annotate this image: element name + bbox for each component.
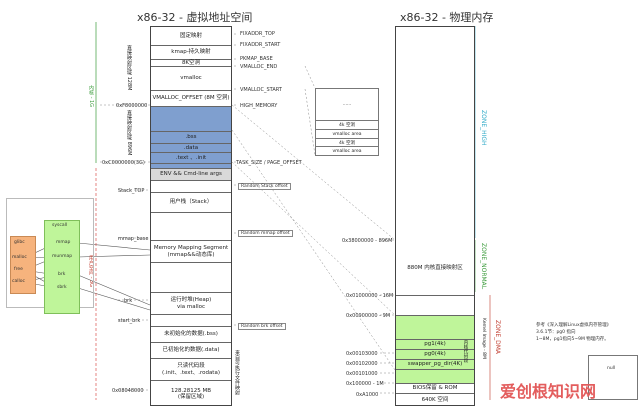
brk-fn: brk: [58, 272, 66, 277]
watermark-logo: 爱创根知识网: [500, 382, 597, 401]
bios-rom-segment: BIOS保留 & ROM: [396, 384, 474, 394]
physical-memory-title: x86-32 - 物理内存: [400, 11, 494, 24]
vmalloc-detail-row: vmalloc area: [332, 149, 362, 154]
reference-note-line: 1~8M，pg1指向5~9M 物理内存。: [536, 336, 609, 342]
mmap-segment: Memory Mapping Segment (mmap&&动态库): [151, 241, 231, 263]
phys-addr-9m: 0x00900000 - 9M: [346, 313, 391, 319]
dma-upper-segment: [396, 296, 474, 316]
kernel-image-top-segment: [396, 316, 474, 340]
malloc-fn: malloc: [12, 255, 27, 260]
vmalloc-segment: vmalloc: [151, 67, 231, 91]
syscall-label: syscall: [52, 223, 68, 228]
kernel-code-bottom-segment: [396, 370, 474, 384]
mmap-heap-gap-segment: [151, 263, 231, 293]
random-stack-offset-label: Random Stack offset: [238, 183, 291, 190]
exec-file-map-vlabel: 来自可执行文件映射: [234, 350, 240, 395]
text-init-segment: .text 、.init: [151, 153, 231, 164]
pg1-segment: pg1(4k): [396, 340, 474, 350]
pg0-segment: pg0(4k): [396, 350, 474, 360]
hole-8k-segment: 8K空洞: [151, 60, 231, 67]
null-box: null: [588, 355, 638, 400]
user-space-vlabel: 用户空间 - 3G: [88, 255, 94, 288]
data-segment: .data: [151, 144, 231, 153]
task-size-label: TASK_SIZE / PAGE_OFFSET: [236, 160, 302, 166]
phys-addr-a1000: 0xA1000: [356, 392, 379, 398]
kernel-code-vlabel: 内核代码段: [463, 340, 468, 363]
stack-top-label: Stack_TOP: [118, 188, 145, 194]
addr-c0000000-value: 0xC0000000: [102, 160, 134, 166]
user-stack-segment: 用户栈（Stack）: [151, 193, 231, 213]
munmap-fn: munmap: [52, 254, 73, 259]
random-brk-offset-label: Random brk offset: [238, 323, 286, 330]
reference-note: 参考《深入理解Linux虚拟内存管理》 3.6.1节：pg0 指向 1~8M，p…: [536, 323, 611, 343]
direct-map-blue-segment: [151, 107, 231, 132]
kernel-tail-segment: [151, 164, 231, 169]
readonly-code-segment: 只读代码段 (.init、.text、.rodata): [151, 359, 231, 381]
mmap-base-label: mmap_base: [118, 236, 149, 242]
bss-segment: .bss: [151, 132, 231, 144]
reserved-segment: 128.28125 MB (保留区域): [170, 387, 211, 400]
sbrk-fn: sbrk: [57, 285, 67, 290]
addr-f8000000-label: 0xF8000000: [116, 103, 148, 109]
vmalloc-end-label: VMALLOC_END: [240, 64, 278, 70]
reference-note-line: 参考《深入理解Linux虚拟内存管理》: [536, 323, 612, 328]
swapper-pg-dir-segment: swapper_pg_dir(4K): [396, 360, 474, 370]
vmalloc-offset-segment: VMALLOC_OFFSET (8M 空洞): [151, 91, 231, 107]
vmalloc-start-label: VMALLOC_START: [240, 87, 282, 93]
virtual-address-column: 固定映射 kmap-持久映射 8K空洞 vmalloc VMALLOC_OFFS…: [150, 26, 232, 406]
addr-c0000000-label: 0xC0000000(3G): [102, 160, 145, 166]
kmap-segment: kmap-持久映射: [151, 46, 231, 60]
phys-addr-102000: 0x00102000: [346, 361, 378, 367]
normal-zone-segment: 880M 内核直接映射区: [396, 241, 474, 296]
physical-memory-column: 880M 内核直接映射区 pg1(4k) pg0(4k) swapper_pg_…: [395, 26, 475, 406]
env-args-segment: ENV && Cmd-line args: [151, 169, 231, 181]
zone-dma-label: ZONE_DMA: [494, 320, 501, 355]
vmalloc-detail-box: ...... 4k 空洞 vmalloc area 4k 空洞 vmalloc …: [315, 88, 379, 156]
code-start-addr-label: 0x08048000: [112, 388, 144, 394]
reference-note-line: 3.6.1节：pg0 指向: [536, 329, 576, 335]
heap-segment: 运行时堆(Heap) via malloc: [151, 293, 231, 315]
start-brk-label: start_brk: [118, 318, 141, 324]
vmalloc-detail-row: ......: [316, 89, 378, 121]
phys-addr-896m: 0x38000000 - 896M: [342, 238, 393, 244]
heap-brk-gap-segment: [151, 315, 231, 327]
zone-high-label: ZONE_HIGH: [480, 110, 487, 146]
direct-map-128m-vlabel: 直接映射区域 128M: [126, 45, 132, 91]
user-bss-segment: 未初始化的数据(.bss): [151, 327, 231, 343]
mmap-fn: mmap: [56, 240, 71, 245]
pkmap-base-label: PKMAP_BASE: [240, 56, 273, 62]
direct-map-896m-vlabel: 直接映射区域 896M: [126, 110, 132, 156]
fixaddr-top-label: FIXADDR_TOP: [240, 31, 275, 37]
stack-mmap-gap-segment: [151, 213, 231, 241]
syscall-box: [44, 220, 80, 314]
random-mmap-offset-label: Random mmap offset: [238, 230, 293, 237]
virtual-space-title: x86-32 - 虚拟地址空间: [137, 11, 253, 24]
fixmap-segment: 固定映射: [151, 27, 231, 46]
user-data-segment: 已初始化的数据(.data): [151, 343, 231, 359]
phys-addr-16m: 0x01000000 - 16M: [346, 293, 394, 299]
kernel-image-vlabel: Kernel Image - 8M: [481, 318, 486, 359]
phys-addr-1m: 0x100000 - 1M: [346, 381, 384, 387]
high-memory-label: HIGH_MEMORY: [240, 103, 278, 109]
phys-addr-103000: 0x00103000: [346, 351, 378, 357]
addr-c0000000-suffix: (3G): [133, 160, 145, 166]
phys-addr-101000: 0x00101000: [346, 371, 378, 377]
glibc-box: [10, 236, 36, 294]
glibc-label: glibc: [14, 240, 25, 245]
kernel-space-vlabel: 内核 - 1G: [88, 85, 94, 108]
vmalloc-detail-row: vmalloc area: [316, 130, 378, 139]
null-label: null: [607, 366, 616, 371]
vmalloc-detail-row: 4k 空洞: [316, 121, 378, 130]
fixaddr-start-label: FIXADDR_START: [240, 42, 281, 48]
640k-segment: 640K 空间: [421, 397, 449, 404]
zone-normal-label: ZONE_NORMAL: [480, 243, 487, 290]
calloc-fn: calloc: [12, 279, 25, 284]
brk-label: brk: [124, 298, 133, 304]
stack-gap-segment: [151, 181, 231, 193]
free-fn: free: [14, 267, 23, 272]
vmalloc-detail-row: 4k 空洞: [316, 139, 378, 147]
